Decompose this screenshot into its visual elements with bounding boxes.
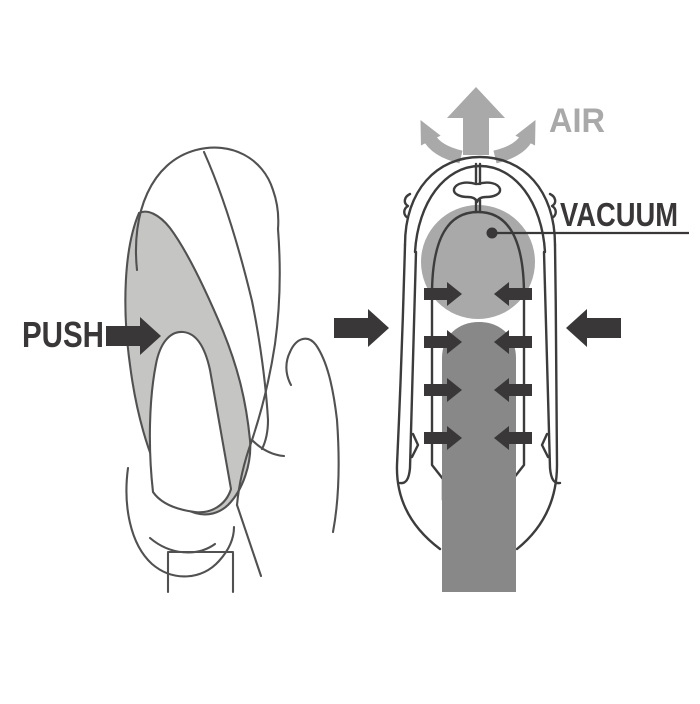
thumb-web-line <box>250 438 286 458</box>
casing-outer-left <box>403 155 557 247</box>
thumb-press-shape <box>148 330 233 514</box>
vacuum-annotation: VACUUM <box>486 196 689 239</box>
device-top-outline <box>135 146 280 272</box>
air-valve-tube-lower <box>474 198 482 214</box>
press-left-arrow-icon <box>334 309 389 347</box>
air-curl-left-arrow-icon <box>420 120 463 164</box>
air-flow-arrows <box>420 87 536 164</box>
push-label: PUSH <box>22 314 104 355</box>
vacuum-chamber-circle <box>421 205 535 319</box>
device-seam-line <box>202 150 270 451</box>
casing-notch-right <box>548 192 557 220</box>
air-curl-right-arrow-icon <box>493 120 536 164</box>
air-label: AIR <box>549 102 605 140</box>
air-up-arrow-icon <box>447 87 505 155</box>
sleeve-left-wall <box>430 291 445 502</box>
wall-clip-left <box>410 432 420 459</box>
index-finger-hook <box>285 350 293 387</box>
hand-squeeze-illustration <box>124 146 340 594</box>
air-valve-bowtie <box>452 181 502 204</box>
vacuum-label: VACUUM <box>560 196 678 233</box>
finger-fold-line <box>148 536 217 554</box>
hand-right-contour <box>235 227 281 507</box>
wall-clip-right <box>540 432 550 459</box>
index-finger-edge <box>288 337 340 534</box>
hand-edge-to-wrist <box>235 503 263 578</box>
casing-outer-right-wall <box>515 243 559 551</box>
sleeve-dome-outline <box>430 210 526 297</box>
press-right-arrow-icon <box>566 309 621 347</box>
casing-outer-left-wall <box>395 243 442 551</box>
casing-inner-right-wall <box>542 250 562 485</box>
air-valve-tube-upper <box>474 162 482 186</box>
curled-fingers-outline <box>125 466 236 578</box>
casing-notch-left <box>403 192 412 220</box>
casing-inner-left-wall <box>398 250 418 485</box>
push-annotation: PUSH <box>22 314 161 355</box>
insertion-column <box>442 322 516 592</box>
vacuum-pointer-dot <box>486 227 498 239</box>
